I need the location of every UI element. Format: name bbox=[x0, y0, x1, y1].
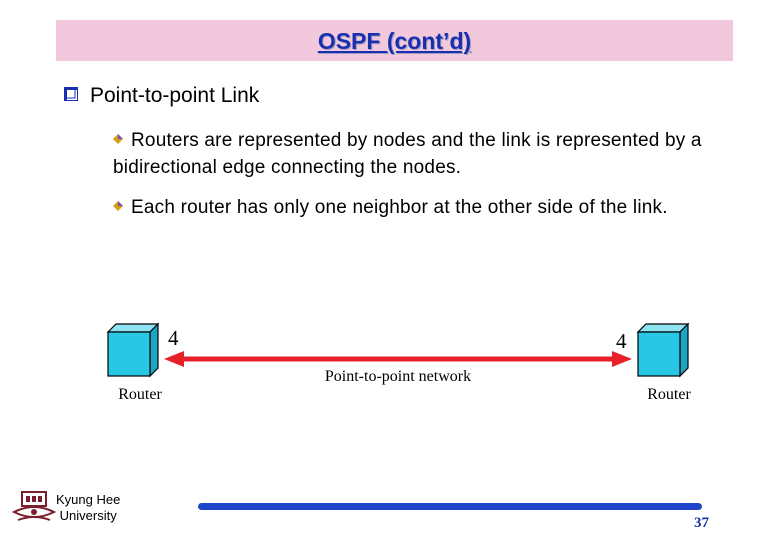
checkbox-bullet-icon bbox=[64, 87, 78, 101]
bullet-text: Each router has only one neighbor at the… bbox=[131, 197, 668, 218]
footer-bar bbox=[198, 503, 702, 510]
diamond-bullet-icon bbox=[113, 201, 123, 211]
page-number: 37 bbox=[694, 515, 709, 531]
diamond-bullet-icon bbox=[113, 134, 123, 144]
bullet-item: Routers are represented by nodes and the… bbox=[113, 127, 753, 181]
left-cost-label: 4 bbox=[168, 326, 179, 350]
right-cost-label: 4 bbox=[616, 329, 627, 353]
bullet-text: Routers are represented by nodes and the… bbox=[113, 130, 702, 178]
university-name: Kyung Hee University bbox=[56, 492, 121, 523]
left-router-label: Router bbox=[118, 386, 162, 403]
network-label: Point-to-point network bbox=[325, 368, 471, 385]
right-arrowhead bbox=[612, 351, 632, 367]
slide-title: OSPF (cont’d) bbox=[317, 28, 472, 54]
left-arrowhead bbox=[164, 351, 184, 367]
title-bar: OSPF (cont’d) bbox=[56, 20, 733, 61]
university-emblem-icon bbox=[12, 491, 56, 521]
right-router-label: Router bbox=[647, 386, 691, 403]
point-to-point-diagram: 4 4 Point-to-point network Router Router bbox=[106, 322, 691, 403]
left-router-icon bbox=[106, 322, 160, 378]
bullet-item: Each router has only one neighbor at the… bbox=[113, 194, 733, 221]
right-router-icon bbox=[636, 322, 690, 378]
section-heading: Point-to-point Link bbox=[90, 84, 260, 107]
